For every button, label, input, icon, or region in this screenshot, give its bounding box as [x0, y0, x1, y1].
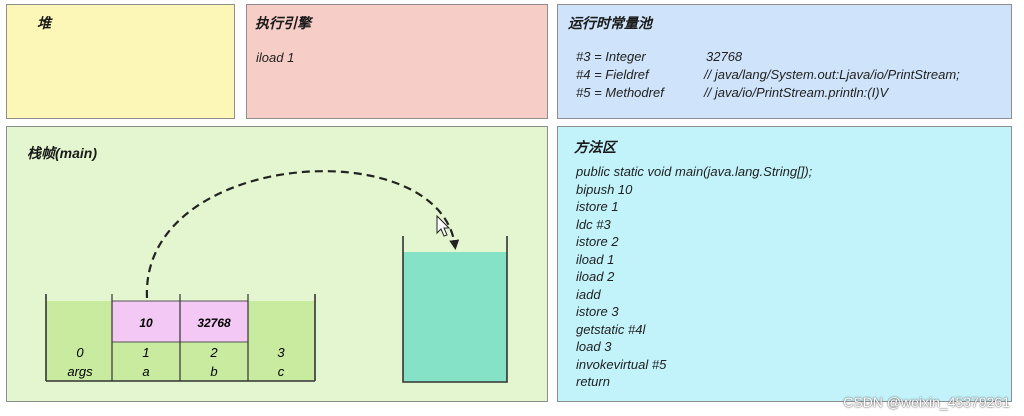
operand-stack-container: [402, 236, 508, 383]
bytecode-line: invokevirtual #5: [576, 356, 667, 372]
slot-1-index: 1: [142, 345, 149, 360]
slot-2-value-cell: [179, 300, 249, 343]
heap-panel: 堆: [6, 4, 235, 119]
pool-entry-value: // java/lang/System.out:Ljava/io/PrintSt…: [704, 67, 960, 82]
slot-1-fill: [112, 342, 180, 381]
slot-0-name: args: [67, 364, 93, 379]
bytecode-line: return: [576, 374, 610, 389]
cursor-icon: [436, 214, 451, 237]
slot-3-name: c: [278, 364, 285, 379]
stack-frame-title: 栈帧(main): [27, 145, 97, 161]
operand-stack-fill: [403, 252, 507, 382]
bytecode-line: istore 1: [576, 199, 619, 214]
slot-2-index: 2: [209, 345, 218, 360]
slot-3-index: 3: [277, 345, 285, 360]
constant-pool-title: 运行时常量池: [568, 15, 652, 31]
execution-engine-title: 执行引擎: [255, 15, 311, 31]
pool-entry-ref: #4 = Fieldref: [576, 67, 649, 82]
execution-engine-panel: 执行引擎 iload 1: [246, 4, 548, 119]
pool-entry-ref: #5 = Methodref: [576, 85, 664, 100]
slot-1-name: a: [142, 364, 149, 379]
slot-0-index: 0: [76, 345, 84, 360]
slot-2-fill: [180, 342, 248, 381]
pool-entry-ref: #3 = Integer: [576, 49, 646, 64]
slot-2-value: 32768: [197, 316, 231, 330]
heap-title: 堆: [37, 15, 51, 31]
method-area-title: 方法区: [574, 139, 616, 155]
constant-pool-panel: 运行时常量池 #3 = Integer 32768 #4 = Fieldref …: [557, 4, 1012, 119]
bytecode-line: bipush 10: [576, 181, 633, 197]
slot-0-fill: [46, 301, 112, 381]
bytecode-list: public static void main(java.lang.String…: [576, 163, 812, 391]
local-variable-table: 10 32768 0 1 2 3 args a b c: [45, 294, 316, 382]
bytecode-line: getstatic #4l: [576, 321, 646, 337]
bytecode-line: iadd: [576, 286, 601, 302]
load-arrow: [145, 170, 460, 299]
pool-entry-value: 32768: [706, 49, 743, 64]
operand-stack: [402, 236, 508, 383]
bytecode-line: load 3: [576, 339, 612, 354]
slot-2-name: b: [210, 364, 217, 379]
method-area-panel: 方法区 public static void main(java.lang.St…: [557, 126, 1012, 402]
current-instruction: iload 1: [256, 50, 295, 65]
slot-3-fill: [248, 301, 315, 381]
bytecode-line: iload 2: [576, 269, 615, 284]
watermark: CSDN @weixin_45379261: [843, 394, 1010, 410]
bytecode-line: istore 3: [576, 304, 619, 319]
slot-1-value-cell: [111, 300, 181, 343]
pool-entry-value: // java/io/PrintStream.println:(I)V: [704, 85, 889, 100]
bytecode-line: istore 2: [576, 234, 619, 249]
bytecode-line: ldc #3: [576, 216, 611, 232]
bytecode-line: iload 1: [576, 251, 615, 267]
slot-1-value: 10: [139, 316, 153, 330]
bytecode-line: public static void main(java.lang.String…: [576, 164, 813, 179]
